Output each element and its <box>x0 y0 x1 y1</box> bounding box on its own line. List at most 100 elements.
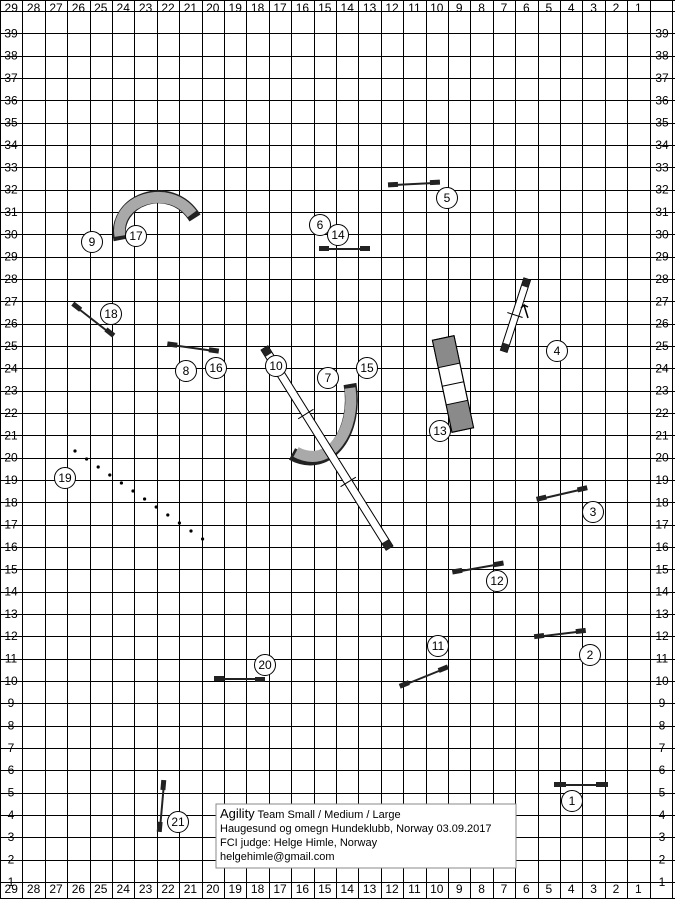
row-label-right: 24 <box>655 361 669 375</box>
row-label-right: 25 <box>655 339 669 353</box>
tunnel-7-15 <box>288 382 358 466</box>
column-label-bottom: 19 <box>229 882 243 896</box>
column-label-top: 18 <box>251 1 265 15</box>
row-label-right: 37 <box>655 71 669 85</box>
obstacle-number-14: 14 <box>327 224 349 246</box>
column-label-bottom: 6 <box>523 882 530 896</box>
right-row-labels: 3938373635343332313029282726252423222120… <box>655 26 669 889</box>
obstacle-number-20: 20 <box>254 654 276 676</box>
column-label-top: 2 <box>613 1 620 15</box>
column-label-top: 19 <box>229 1 243 15</box>
obstacle-number-5: 5 <box>436 187 458 209</box>
left-row-labels: 3938373635343332313029282726252423222120… <box>4 26 18 889</box>
number-circle <box>546 340 568 362</box>
row-label-right: 26 <box>655 317 669 331</box>
weave-pole <box>73 449 77 453</box>
column-label-bottom: 20 <box>206 882 220 896</box>
hurdle-8-16 <box>166 341 220 354</box>
number-label: 4 <box>554 344 561 358</box>
row-label-right: 20 <box>655 451 669 465</box>
weave-pole <box>96 465 100 469</box>
number-label: 21 <box>171 815 185 829</box>
column-label-top: 22 <box>161 1 175 15</box>
column-label-bottom: 12 <box>385 882 399 896</box>
number-circle <box>125 225 147 247</box>
number-circle <box>486 570 508 592</box>
weave-pole <box>108 473 112 477</box>
column-label-top: 11 <box>408 1 421 15</box>
obstacle-number-1: 1 <box>561 790 583 812</box>
column-label-top: 8 <box>478 1 485 15</box>
row-label-left: 14 <box>4 585 18 599</box>
number-circle <box>327 224 349 246</box>
weave-pole <box>177 521 181 525</box>
hurdle-6-14 <box>319 246 370 251</box>
number-circle <box>254 654 276 676</box>
row-label-left: 8 <box>8 719 15 733</box>
column-label-top: 13 <box>363 1 377 15</box>
column-label-bottom: 27 <box>49 882 63 896</box>
judge-line: FCI judge: Helge Himle, Norway <box>220 837 378 849</box>
row-label-left: 7 <box>8 741 15 755</box>
obstacle-number-15: 15 <box>356 357 378 379</box>
obstacles <box>71 179 608 833</box>
hurdle-21 <box>156 779 167 833</box>
row-label-right: 9 <box>659 696 666 710</box>
column-label-top: 23 <box>139 1 153 15</box>
row-label-left: 30 <box>4 227 18 241</box>
row-label-left: 10 <box>4 674 18 688</box>
column-label-bottom: 9 <box>456 882 463 896</box>
row-label-right: 12 <box>655 629 669 643</box>
number-circle <box>175 360 197 382</box>
row-label-left: 39 <box>4 26 18 40</box>
row-label-right: 8 <box>659 719 666 733</box>
row-label-left: 2 <box>8 853 15 867</box>
column-label-top: 21 <box>184 1 198 15</box>
row-label-left: 36 <box>4 93 18 107</box>
column-label-top: 24 <box>117 1 131 15</box>
row-label-right: 11 <box>656 652 669 666</box>
number-label: 13 <box>433 424 447 438</box>
column-label-bottom: 13 <box>363 882 377 896</box>
row-label-right: 3 <box>659 830 666 844</box>
row-label-right: 19 <box>655 473 669 487</box>
row-label-left: 26 <box>4 317 18 331</box>
hurdle-20 <box>214 676 265 682</box>
row-label-right: 38 <box>655 49 669 63</box>
course-info-box: Agility Team Small / Medium / Large Haug… <box>215 803 517 869</box>
row-label-right: 15 <box>655 562 669 576</box>
column-label-bottom: 28 <box>27 882 41 896</box>
weave-pole <box>85 457 89 461</box>
column-label-bottom: 26 <box>72 882 86 896</box>
obstacle-number-12: 12 <box>486 570 508 592</box>
column-label-bottom: 3 <box>590 882 597 896</box>
column-label-top: 17 <box>273 1 287 15</box>
number-label: 3 <box>590 505 597 519</box>
column-label-top: 7 <box>501 1 508 15</box>
row-label-left: 1 <box>8 875 15 889</box>
row-label-right: 7 <box>659 741 666 755</box>
column-label-top: 26 <box>72 1 86 15</box>
row-label-right: 13 <box>655 607 669 621</box>
obstacle-number-3: 3 <box>582 501 604 523</box>
number-label: 15 <box>360 361 374 375</box>
obstacle-number-10: 10 <box>265 355 287 377</box>
row-label-left: 12 <box>4 629 18 643</box>
column-label-bottom: 7 <box>501 882 508 896</box>
row-label-left: 18 <box>4 495 18 509</box>
row-label-right: 23 <box>655 384 669 398</box>
column-label-bottom: 17 <box>273 882 287 896</box>
weave-pole <box>189 529 193 533</box>
column-label-top: 27 <box>49 1 63 15</box>
hurdle-3 <box>535 485 588 502</box>
number-label: 16 <box>209 361 223 375</box>
column-label-bottom: 23 <box>139 882 153 896</box>
weave-pole <box>131 489 135 493</box>
number-circle <box>317 367 339 389</box>
column-label-top: 4 <box>568 1 575 15</box>
obstacle-number-19: 19 <box>54 467 76 489</box>
number-circle <box>579 644 601 666</box>
number-circle <box>356 357 378 379</box>
row-label-left: 22 <box>4 406 18 420</box>
obstacle-number-9: 9 <box>81 231 103 253</box>
